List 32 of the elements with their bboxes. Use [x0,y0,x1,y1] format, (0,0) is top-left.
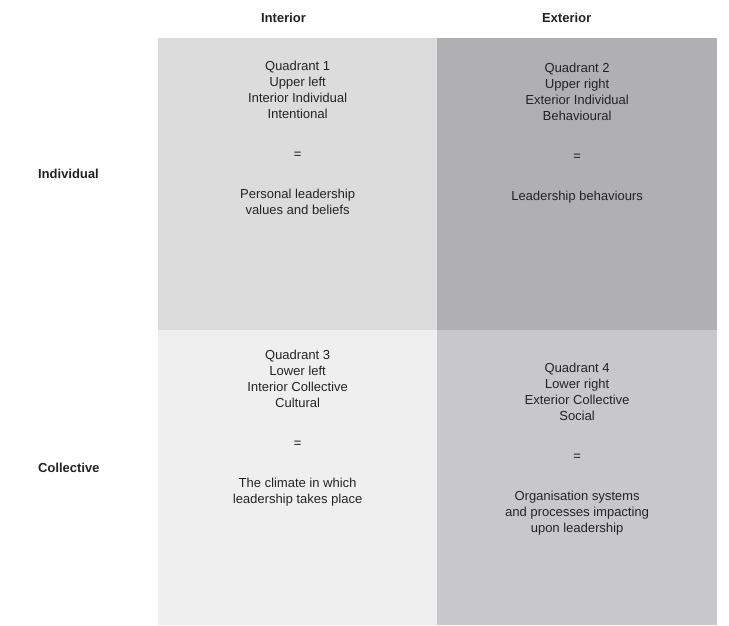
quadrant-text: = [573,148,581,164]
quadrant-text: Upper right [544,76,610,92]
quadrant-text: Upper left [269,74,326,90]
quadrant-text: Exterior Collective [524,392,630,408]
column-header: Exterior [542,10,592,25]
row-header: Individual [38,166,99,181]
quadrant-text: Quadrant 3 [264,347,330,363]
quadrant-text: Personal leadership values and beliefs [239,186,356,218]
quadrant-panel [437,38,717,330]
quadrant-text: Intentional [268,106,328,122]
quadrant-text: Exterior Individual [525,92,629,108]
quadrant-text: Quadrant 2 [544,60,610,76]
quadrant-text: Behavioural [542,108,612,124]
row-header: Collective [38,460,100,475]
quadrant-text: Interior Collective [247,379,348,395]
quadrant-text: Cultural [275,395,320,411]
quadrant-text: Lower left [269,363,326,379]
quadrant-text: Organisation systems and processes impacting upon leadership [504,488,650,536]
column-header: Interior [261,10,306,25]
quadrant-text: Interior Individual [248,90,347,106]
quadrant-text: = [294,146,302,162]
quadrant-text: = [294,435,302,451]
quadrant-text: Quadrant 4 [544,360,610,376]
quadrant-panel [437,330,717,625]
quadrant-text: Lower right [544,376,610,392]
quadrant-text: Quadrant 1 [264,58,330,74]
quadrant-text: Social [559,408,595,424]
quadrant-text: Leadership behaviours [510,188,644,204]
quadrant-text: The climate in which leadership takes place [232,475,364,507]
quadrant-text: = [573,448,581,464]
quadrant-panel [158,38,437,330]
quadrant-panel [158,330,437,625]
